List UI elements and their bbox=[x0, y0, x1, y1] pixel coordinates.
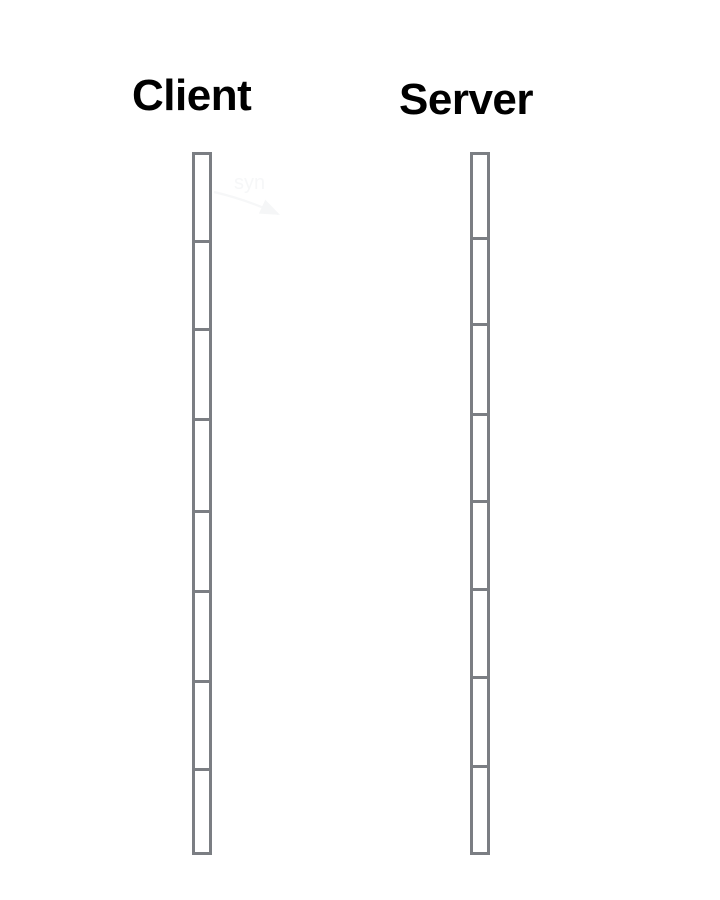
lifeline-segment bbox=[470, 237, 490, 323]
lifeline-segment bbox=[470, 588, 490, 676]
lifeline-bar-server bbox=[470, 152, 490, 855]
lifeline-segment bbox=[192, 152, 212, 240]
lifeline-segment bbox=[470, 676, 490, 765]
lifeline-bar-client bbox=[192, 152, 212, 855]
message-label-syn: syn bbox=[234, 172, 266, 194]
lifeline-segment bbox=[192, 418, 212, 510]
lifeline-segment bbox=[470, 323, 490, 413]
lifeline-segment bbox=[470, 413, 490, 500]
message-arrow-syn bbox=[213, 190, 280, 215]
lifeline-segment bbox=[192, 590, 212, 680]
lifeline-segment bbox=[192, 510, 212, 590]
lifeline-segment bbox=[192, 240, 212, 328]
lifeline-segment bbox=[192, 328, 212, 418]
lifeline-segment bbox=[192, 680, 212, 768]
lifeline-segment bbox=[470, 152, 490, 237]
lifeline-title-client: Client bbox=[132, 71, 252, 120]
lifeline-title-server: Server bbox=[399, 75, 534, 124]
lifeline-segment bbox=[470, 765, 490, 855]
lifeline-segment bbox=[470, 500, 490, 588]
lifeline-segment bbox=[192, 768, 212, 855]
